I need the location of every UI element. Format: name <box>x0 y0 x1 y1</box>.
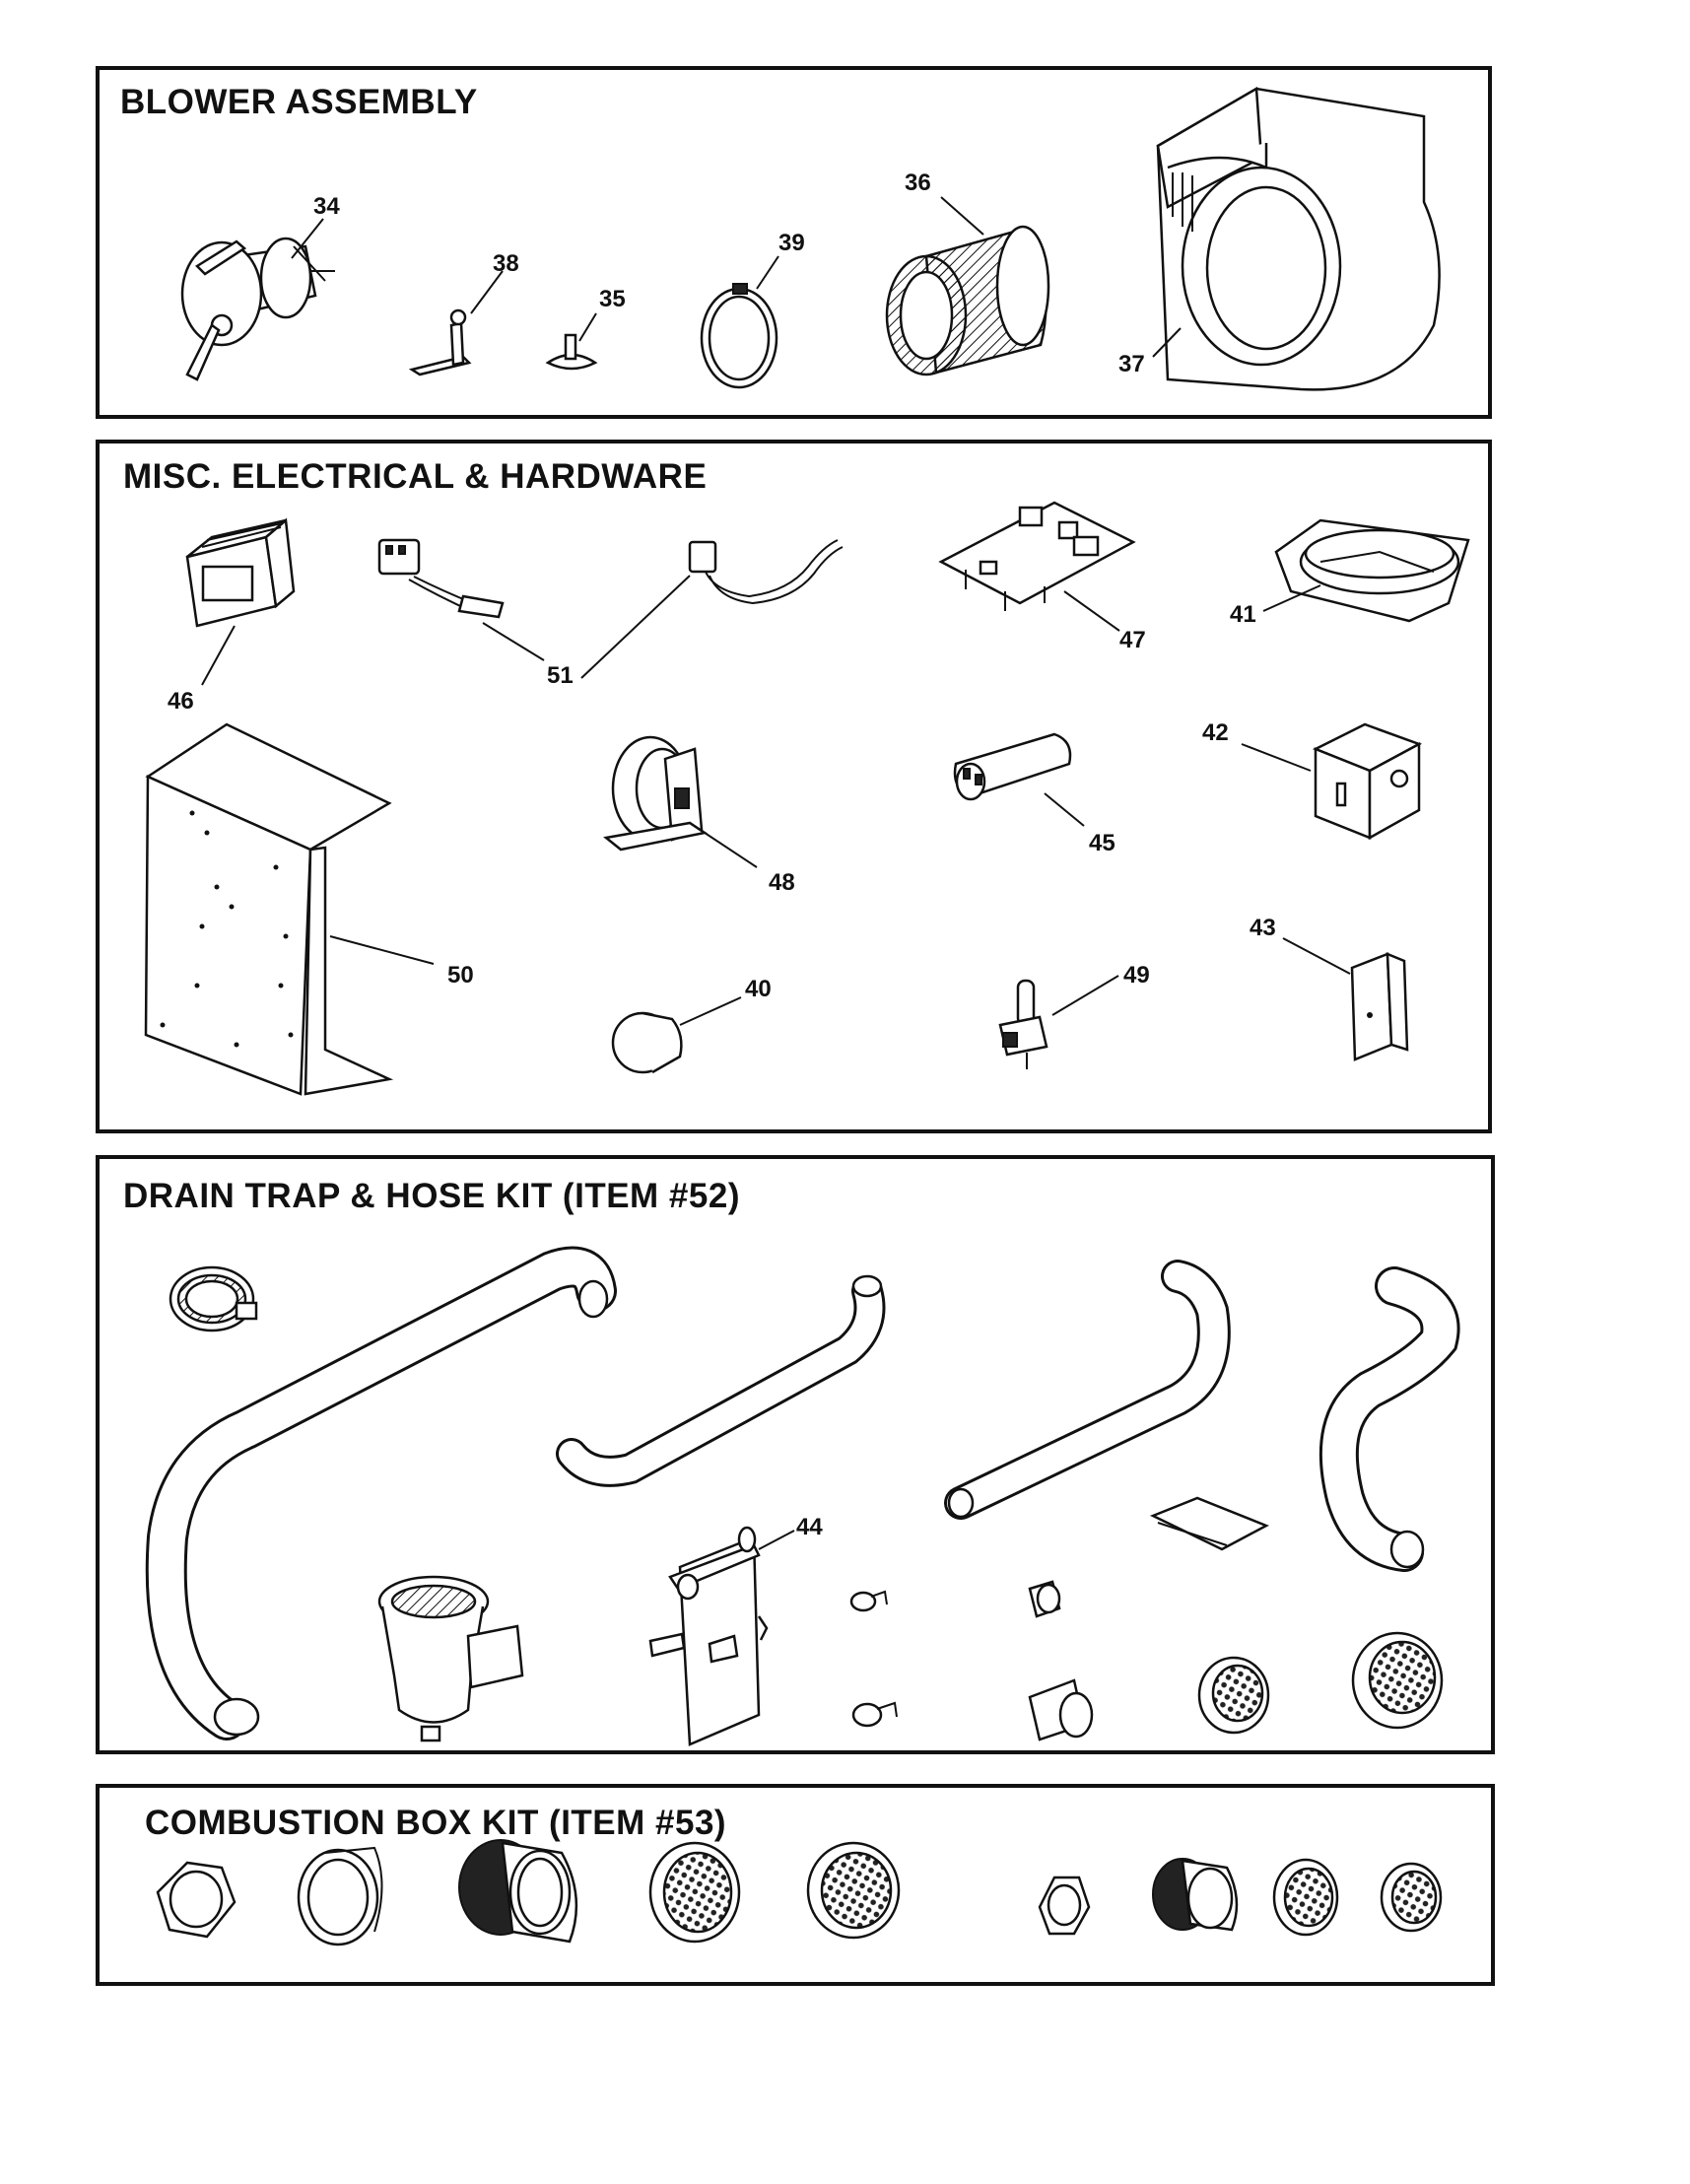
medium-hose-illustration <box>572 1276 881 1471</box>
callout-43: 43 <box>1250 915 1276 941</box>
blower-wheel-illustration <box>887 227 1048 375</box>
misc-electrical-title: MISC. ELECTRICAL & HARDWARE <box>123 457 708 496</box>
flanged-fitting-illustration <box>459 1840 576 1942</box>
small-grille-illustration-2 <box>1382 1864 1441 1931</box>
hex-nut-large-illustration <box>158 1863 235 1937</box>
callout-39: 39 <box>778 230 805 256</box>
callout-49: 49 <box>1123 962 1150 989</box>
drain-trap-title: DRAIN TRAP & HOSE KIT (ITEM #52) <box>123 1177 740 1215</box>
transformer-illustration <box>187 520 294 626</box>
exhaust-grille-illustration <box>808 1843 899 1938</box>
callout-44: 44 <box>796 1514 823 1540</box>
cabinet-panel-illustration <box>146 724 389 1094</box>
angled-hose-illustration <box>949 1276 1214 1517</box>
callout-42: 42 <box>1202 719 1229 746</box>
leader-lines <box>202 197 1350 1549</box>
small-grille-illustration <box>1274 1860 1337 1935</box>
callout-51: 51 <box>547 662 574 689</box>
callout-46: 46 <box>168 688 194 715</box>
combustion-box-title: COMBUSTION BOX KIT (ITEM #53) <box>145 1804 727 1842</box>
callout-38: 38 <box>493 250 519 277</box>
hose-clamp-illustration <box>170 1267 256 1331</box>
small-clamp-illustration <box>851 1592 887 1610</box>
long-hose-illustration <box>167 1267 607 1736</box>
callout-35: 35 <box>599 286 626 312</box>
clip-illustration <box>548 335 595 369</box>
hole-plug-illustration <box>613 1013 681 1072</box>
callout-36: 36 <box>905 170 931 196</box>
capacitor-illustration <box>955 734 1070 799</box>
small-clamp-illustration-2 <box>853 1703 897 1726</box>
callout-48: 48 <box>769 869 795 896</box>
junction-box-illustration <box>1316 724 1419 838</box>
misc-electrical-panel <box>96 440 1492 1133</box>
pressure-switch-illustration <box>606 737 705 850</box>
vent-grille-large-illustration <box>1353 1633 1442 1728</box>
condensate-trap-illustration <box>650 1528 767 1744</box>
wire-harness-illustration <box>379 540 503 617</box>
control-board-illustration <box>941 503 1133 611</box>
callout-45: 45 <box>1089 830 1115 856</box>
callout-50: 50 <box>447 962 474 989</box>
callout-34: 34 <box>313 193 340 220</box>
band-clamp-illustration <box>702 284 777 387</box>
mounting-bracket-illustration <box>412 310 469 375</box>
callout-40: 40 <box>745 976 772 1002</box>
vent-grille-small-illustration <box>1199 1658 1268 1733</box>
blower-assembly-title: BLOWER ASSEMBLY <box>120 83 478 121</box>
blower-motor-illustration <box>182 239 335 379</box>
coupling-small-illustration <box>1030 1582 1059 1616</box>
power-cord-illustration <box>690 540 843 603</box>
callout-37: 37 <box>1118 351 1145 377</box>
grommet-ring-illustration <box>299 1848 382 1945</box>
intake-grille-illustration <box>650 1843 739 1942</box>
coupling-large-illustration <box>1030 1680 1092 1740</box>
flue-adapter-illustration <box>1276 520 1468 621</box>
drain-trap-panel <box>96 1155 1495 1754</box>
blower-assembly-panel <box>96 66 1492 419</box>
curved-hose-illustration <box>1339 1286 1441 1567</box>
small-flanged-fitting-illustration <box>1153 1859 1237 1930</box>
drain-trap-illustration <box>379 1577 522 1740</box>
combustion-box-panel <box>96 1784 1495 1986</box>
limit-switch-illustration <box>1000 981 1047 1069</box>
blower-housing-illustration <box>1158 89 1440 389</box>
callout-47: 47 <box>1119 627 1146 653</box>
hex-nut-small-illustration <box>1040 1877 1089 1934</box>
gasket-strip-illustration <box>1153 1498 1266 1549</box>
callout-41: 41 <box>1230 601 1256 628</box>
access-cover-illustration <box>1352 954 1407 1059</box>
